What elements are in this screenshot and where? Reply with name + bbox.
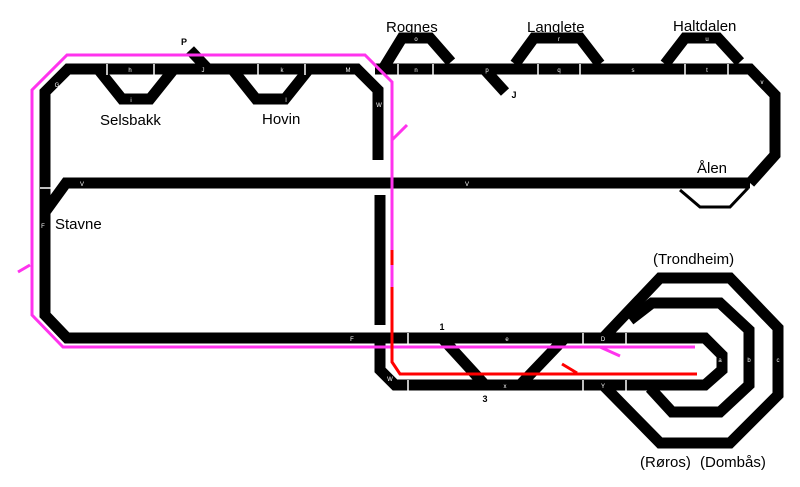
track-haltdalen-siding bbox=[660, 32, 745, 68]
segment-label-F2: F bbox=[350, 337, 354, 343]
track-alen-siding bbox=[679, 186, 750, 209]
segment-label-W: W bbox=[376, 103, 382, 109]
route-red bbox=[390, 287, 697, 376]
track-hovin-siding bbox=[227, 65, 314, 105]
segment-label-x: x bbox=[504, 384, 507, 390]
route-pink-tick-1 bbox=[390, 123, 409, 142]
segment-label-h: h bbox=[128, 68, 131, 74]
spur-label-P: P bbox=[181, 37, 187, 47]
segment-label-u: u bbox=[705, 37, 708, 43]
segment-label-k: k bbox=[281, 68, 285, 74]
track-selsbakk-siding bbox=[93, 65, 179, 105]
segment-label-t: t bbox=[706, 68, 708, 74]
segment-label-Y: Y bbox=[601, 384, 605, 390]
segment-label-p: p bbox=[485, 68, 489, 74]
track-top-left bbox=[39, 63, 384, 344]
station-trondheim: (Trondheim) bbox=[653, 251, 734, 268]
segment-label-q: q bbox=[557, 68, 560, 74]
segment-label-s: s bbox=[632, 68, 635, 74]
segment-label-o: o bbox=[414, 37, 418, 43]
segment-label-c: c bbox=[777, 358, 780, 364]
station-langlete: Langlete bbox=[527, 19, 585, 36]
track-J-spur bbox=[480, 66, 510, 96]
segment-gaps bbox=[40, 64, 729, 391]
route-pink bbox=[30, 53, 695, 349]
route-pink-tick-2 bbox=[17, 263, 31, 274]
track-number-1: 1 bbox=[439, 322, 444, 332]
crossover-1 bbox=[437, 334, 490, 389]
segment-label-G: G bbox=[55, 83, 60, 89]
route-pink-tick-3 bbox=[599, 345, 621, 358]
station-rognes: Rognes bbox=[386, 19, 438, 36]
segment-label-D: D bbox=[601, 337, 606, 343]
loop-b bbox=[626, 297, 755, 418]
segment-label-r: r bbox=[558, 37, 560, 43]
station-roros: (Røros) bbox=[640, 454, 691, 471]
track-V bbox=[40, 177, 750, 216]
segment-label-b: b bbox=[747, 358, 751, 364]
segment-label-J: J bbox=[202, 68, 205, 74]
station-haltdalen: Haltdalen bbox=[673, 18, 736, 35]
segment-label-l: l bbox=[285, 98, 286, 104]
segment-label-i: i bbox=[130, 98, 131, 104]
segment-label-a: a bbox=[718, 358, 722, 364]
track-p-spur bbox=[186, 46, 212, 73]
station-alen: Ålen bbox=[697, 160, 727, 177]
station-stavne: Stavne bbox=[55, 216, 102, 233]
loop-c bbox=[599, 272, 784, 449]
spur-label-J: J bbox=[511, 90, 516, 100]
track-1 bbox=[374, 332, 728, 391]
segment-label-V: V bbox=[80, 182, 84, 188]
segment-label-e: e bbox=[505, 337, 509, 343]
segment-label-v: v bbox=[761, 80, 764, 86]
track-rognes-siding bbox=[378, 32, 456, 72]
segment-label-M: M bbox=[346, 68, 351, 74]
station-dombas: (Dombås) bbox=[700, 454, 766, 471]
track-top-right bbox=[375, 63, 781, 187]
segment-label-V2: V bbox=[465, 182, 469, 188]
segment-label-F: F bbox=[41, 224, 45, 230]
crossover-2 bbox=[516, 334, 569, 389]
station-hovin: Hovin bbox=[262, 111, 300, 128]
segment-label-W2: W bbox=[387, 377, 393, 383]
station-selsbakk: Selsbakk bbox=[100, 112, 161, 129]
segment-label-n: n bbox=[414, 68, 417, 74]
track-langlete-siding bbox=[510, 32, 605, 68]
track-number-3: 3 bbox=[482, 394, 487, 404]
route-red-tick bbox=[561, 362, 578, 375]
